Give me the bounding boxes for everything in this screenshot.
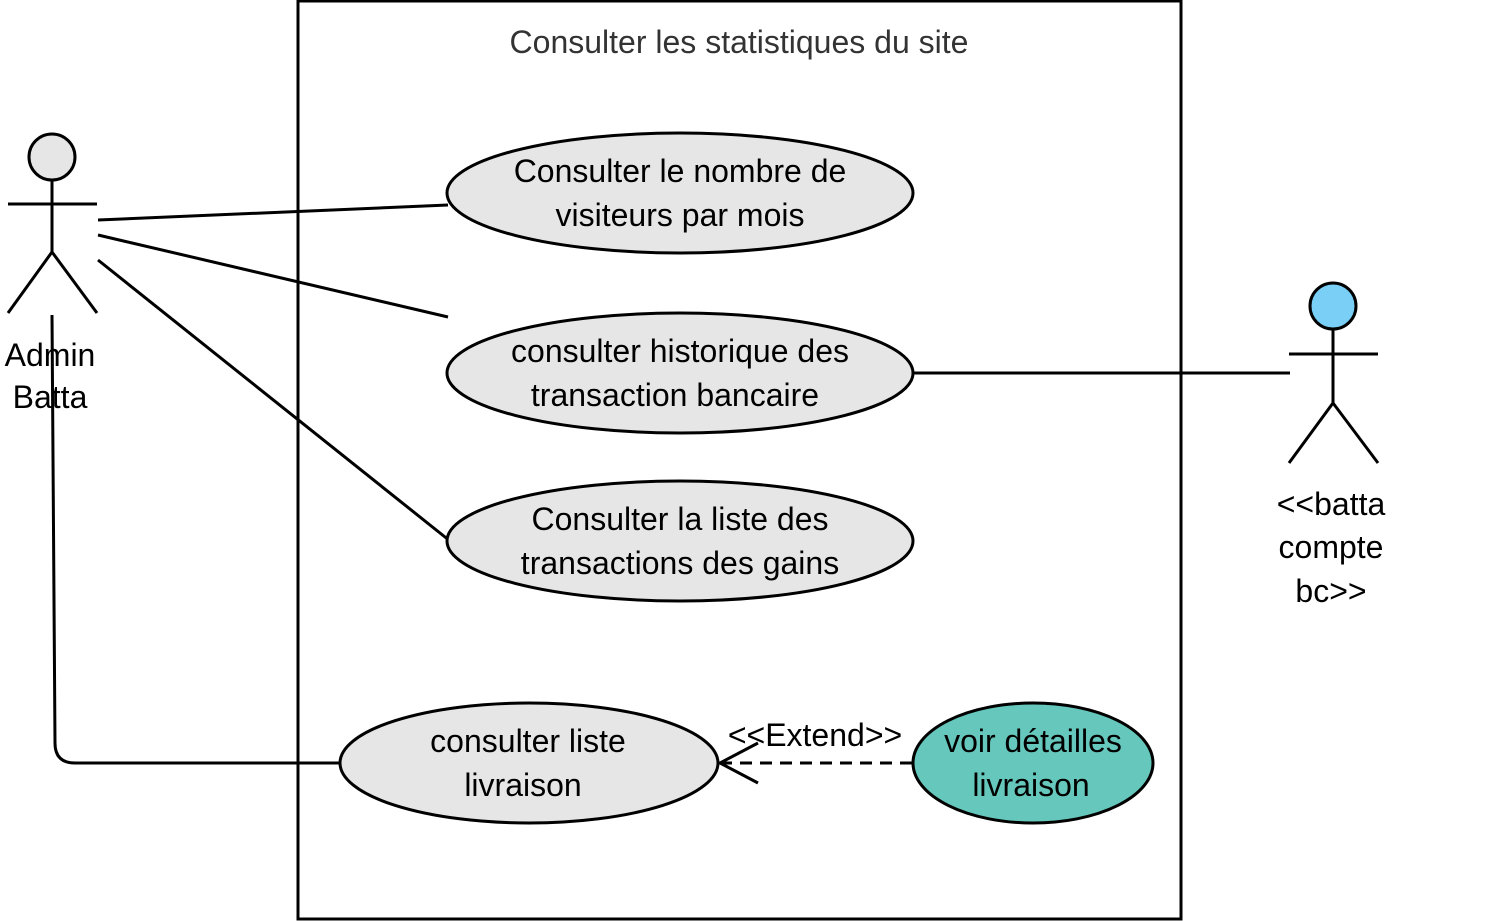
- extend-arrowhead: [716, 741, 759, 785]
- actor-admin-head: [27, 132, 77, 182]
- use-case-bank-history-shape: [445, 311, 915, 435]
- system-title: Consulter les statistiques du site: [510, 24, 969, 60]
- use-case-visitors-shape: [445, 131, 915, 255]
- use-case-gains-shape: [445, 479, 915, 603]
- actor-bank-label-line3: bc>>: [1295, 573, 1366, 609]
- use-case-deliveries-shape: [338, 701, 720, 825]
- actor-bank: [1287, 281, 1380, 464]
- association-admin-deliveries: [50, 314, 340, 765]
- use-case-deliveries[interactable]: consulter liste livraison: [338, 701, 720, 825]
- association-admin-visitors: [97, 203, 449, 222]
- use-case-bank-history[interactable]: consulter historique des transaction ban…: [445, 311, 915, 435]
- use-case-delivery-details-line2: livraison: [972, 767, 1089, 803]
- actor-bank-right-leg: [1331, 402, 1380, 464]
- actor-bank-left-leg: [1287, 402, 1335, 464]
- use-case-deliveries-line1: consulter liste: [430, 723, 626, 759]
- use-case-bank-history-line2: transaction bancaire: [531, 377, 819, 413]
- use-case-delivery-details[interactable]: voir détailles livraison: [911, 701, 1155, 825]
- actor-bank-label-line1: <<batta: [1277, 486, 1386, 522]
- extend-relation: <<Extend>>: [716, 717, 912, 785]
- actor-admin: [6, 132, 99, 314]
- use-case-gains-line1: Consulter la liste des: [531, 501, 828, 537]
- use-case-gains[interactable]: Consulter la liste des transactions des …: [445, 479, 915, 603]
- use-case-delivery-details-shape: [911, 701, 1155, 825]
- use-case-bank-history-line1: consulter historique des: [511, 333, 849, 369]
- use-case-visitors-line1: Consulter le nombre de: [514, 153, 847, 189]
- use-case-gains-line2: transactions des gains: [521, 545, 839, 581]
- use-case-visitors-line2: visiteurs par mois: [556, 197, 805, 233]
- actor-admin-left-leg: [6, 251, 54, 314]
- actor-admin-label-line2: Batta: [13, 379, 88, 415]
- extend-label: <<Extend>>: [728, 717, 902, 753]
- association-admin-gains: [97, 258, 451, 543]
- actor-admin-right-leg: [50, 251, 99, 314]
- association-admin-bank-history: [97, 233, 449, 319]
- actor-bank-head: [1308, 281, 1358, 331]
- use-case-visitors[interactable]: Consulter le nombre de visiteurs par moi…: [445, 131, 915, 255]
- use-case-deliveries-line2: livraison: [464, 767, 581, 803]
- use-case-delivery-details-line1: voir détailles: [944, 723, 1122, 759]
- actor-bank-label-line2: compte: [1279, 529, 1384, 565]
- associations: [50, 203, 1290, 765]
- actor-admin-label-line1: Admin: [5, 337, 96, 373]
